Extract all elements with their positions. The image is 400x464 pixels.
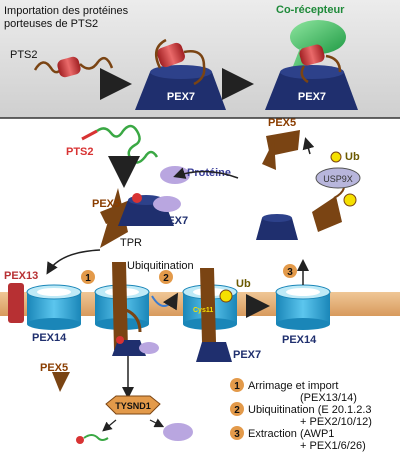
recycle-arrow-pex5	[302, 137, 315, 155]
ub-dot-2	[343, 193, 357, 207]
legend-item-3: 3 Extraction (AWP1 + PEX1/6/26)	[230, 426, 366, 452]
proteine-blob-bound	[153, 196, 181, 212]
svg-text:2: 2	[234, 405, 240, 416]
ubiquitination-arrow	[151, 292, 179, 311]
ubiquitination-label: Ubiquitination	[127, 260, 194, 272]
recycle-arrow-left	[173, 167, 239, 179]
pex7-inserted	[112, 340, 146, 356]
top-chain-1	[154, 38, 206, 86]
pts2-dot-inserted	[116, 336, 124, 344]
top-pts2-bound-2	[299, 44, 325, 66]
step-3-badge: 3	[283, 264, 297, 278]
pex5-ubiquitinated	[200, 268, 216, 342]
top-pex7-label-2: PEX7	[298, 91, 326, 103]
top-pts2-bound-1	[157, 42, 185, 68]
top-title-line2: porteuses de PTS2	[4, 18, 98, 30]
legend-item-3-line1: Extraction (AWP1	[248, 428, 334, 440]
pts2-signal	[81, 129, 98, 141]
usp9x-label: USP9X	[323, 174, 353, 184]
legend-item-1: 1 Arrimage et import (PEX13/14)	[230, 378, 357, 404]
legend-item-1-line2: (PEX13/14)	[300, 392, 357, 404]
svg-text:1: 1	[234, 381, 240, 392]
pex14-1	[26, 284, 82, 330]
tysnd1: TYSND1	[105, 395, 161, 415]
top-pts2-tail	[79, 56, 114, 70]
usp9x: USP9X	[315, 167, 361, 189]
legend: 1 Arrimage et import (PEX13/14) 2 Ubiqui…	[230, 378, 372, 452]
pex14-4	[275, 284, 331, 330]
coreceptor-head	[290, 20, 346, 54]
pex5-inserted	[112, 262, 128, 350]
pex5-label: PEX5	[92, 198, 120, 210]
proteine-blob-top	[160, 166, 190, 184]
pex14-label-2: PEX14	[282, 334, 317, 346]
pex5-lower	[52, 372, 70, 392]
ub-dot-1	[219, 289, 233, 303]
proteine-label: Protéine	[187, 167, 231, 179]
pex7-released	[196, 342, 232, 362]
top-title-line1: Importation des protéines	[4, 5, 129, 17]
top-chain-2	[300, 54, 342, 84]
step-2-badge: 2	[159, 270, 173, 284]
svg-text:3: 3	[234, 429, 240, 440]
cys-label: Cys11	[193, 307, 213, 314]
coreceptor-label: Co-récepteur	[276, 4, 345, 16]
pex5-top-label: PEX5	[268, 117, 296, 129]
top-pex7-2	[265, 65, 358, 110]
pex5-bottom-label: PEX5	[40, 362, 68, 374]
pex13	[8, 283, 24, 323]
protein-chain	[96, 124, 159, 164]
top-pex7-label-1: PEX7	[167, 91, 195, 103]
svg-text:1: 1	[85, 273, 91, 284]
pex5-ub-link	[333, 187, 345, 199]
legend-item-2-line1: Ubiquitination (E 20.1.2.3	[248, 404, 372, 416]
cleavage-arrow-2	[149, 418, 165, 428]
ub-label-2: Ub	[345, 151, 360, 163]
ub-dot-released	[330, 151, 342, 163]
svg-text:2: 2	[163, 273, 169, 284]
pex7-free	[256, 214, 298, 240]
tysnd1-label: TYSND1	[115, 401, 151, 411]
legend-item-2: 2 Ubiquitination (E 20.1.2.3 + PEX2/10/1…	[230, 402, 372, 428]
legend-item-3-line2: + PEX1/6/26)	[300, 440, 366, 452]
pex13-label: PEX13	[4, 270, 38, 282]
cleavage-arrow-1	[102, 419, 117, 432]
proteine-inserted	[139, 342, 159, 354]
pex7-label-released: PEX7	[233, 349, 261, 361]
legend-item-1-line1: Arrimage et import	[248, 380, 338, 392]
pex5-cytosol-ub	[312, 196, 342, 232]
top-pts2-cylinder	[57, 56, 81, 78]
docking-arrow	[46, 249, 101, 275]
pex5-arm	[100, 200, 134, 224]
top-pex7-1	[135, 65, 226, 110]
legend-item-2-line2: + PEX2/10/12)	[300, 416, 372, 428]
pex14-label-1: PEX14	[32, 332, 67, 344]
top-pts2-label: PTS2	[10, 49, 38, 61]
pts2-dot	[132, 193, 142, 203]
main-pts2-label: PTS2	[66, 146, 94, 158]
pex5-inserted-arm	[125, 308, 142, 333]
step-1-badge: 1	[81, 270, 95, 284]
ub-label-1: Ub	[236, 278, 251, 290]
pex7-label-main: PEX7	[160, 215, 188, 227]
mature-proteine	[163, 423, 193, 441]
svg-text:3: 3	[287, 267, 293, 278]
pex5-recycled-arm	[262, 140, 276, 170]
cleaved-chain	[83, 434, 109, 441]
tpr-label: TPR	[120, 237, 142, 249]
cleaved-pts2	[76, 436, 84, 444]
